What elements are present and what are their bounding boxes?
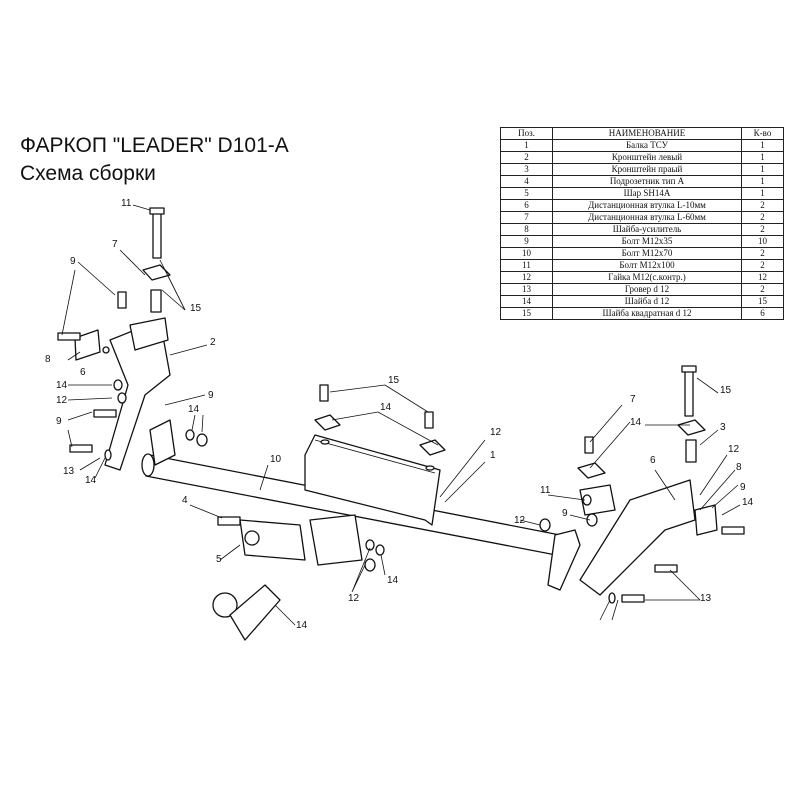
square-washers: [142, 264, 706, 479]
right-bracket: [579, 479, 718, 596]
callout-number: 7: [112, 239, 118, 250]
callout-number: 12: [348, 593, 360, 604]
center-bracket: [304, 434, 441, 526]
callout-number: 12: [490, 427, 502, 438]
callout-number: 12: [56, 395, 68, 406]
nuts-washers: [104, 379, 616, 604]
diagram-subtitle: Схема сборки: [20, 162, 156, 185]
ball-mount: [212, 514, 363, 641]
callout-number: 6: [80, 367, 86, 378]
parts-cell-name: Шайба квадратная d 12: [552, 307, 742, 320]
callout-number: 14: [296, 620, 308, 631]
leader-lines: [61, 204, 741, 626]
callout-number: 8: [45, 354, 51, 365]
callout-number: 10: [270, 454, 282, 465]
callout-number: 14: [630, 417, 642, 428]
tow-beam: [141, 419, 581, 591]
bolts: [57, 207, 745, 603]
callout-number: 1: [490, 450, 496, 461]
callout-number: 15: [190, 303, 202, 314]
callout-number: 5: [216, 554, 222, 565]
callout-number: 11: [540, 485, 551, 496]
callout-number: 14: [188, 404, 200, 415]
parts-table-header: Поз. НАИМЕНОВАНИЕ К-во: [500, 127, 784, 140]
callout-number: 14: [56, 380, 68, 391]
callout-number: 14: [85, 475, 97, 486]
diagram-title: ФАРКОП "LEADER" D101-A: [20, 134, 289, 157]
callout-number: 9: [562, 508, 568, 519]
callout-number: 8: [736, 462, 742, 473]
callout-number: 12: [514, 515, 526, 526]
callout-number: 15: [388, 375, 400, 386]
callout-number: 14: [742, 497, 754, 508]
callout-number: 13: [700, 593, 712, 604]
callout-number: 9: [740, 482, 746, 493]
callout-number: 9: [56, 416, 62, 427]
callout-number: 14: [387, 575, 399, 586]
callout-number: 7: [630, 394, 636, 405]
callout-number: 4: [182, 495, 188, 506]
callout-number: 9: [70, 256, 76, 267]
callout-number: 11: [121, 198, 132, 209]
callout-number: 14: [380, 402, 392, 413]
callout-number: 13: [63, 466, 75, 477]
callout-number: 9: [208, 390, 214, 401]
callout-number: 6: [650, 455, 656, 466]
callout-labels: 11 7 9 15 2 8 6 14 12 9 13 14 14 9 15 14 12 1 10 4 5 14 12 14 12…: [45, 198, 754, 631]
callout-number: 15: [720, 385, 732, 396]
parts-cell-qty: 6: [741, 307, 784, 320]
callout-number: 2: [210, 337, 216, 348]
callout-number: 12: [728, 444, 740, 455]
callout-number: 3: [720, 422, 726, 433]
left-bracket: [74, 317, 171, 471]
